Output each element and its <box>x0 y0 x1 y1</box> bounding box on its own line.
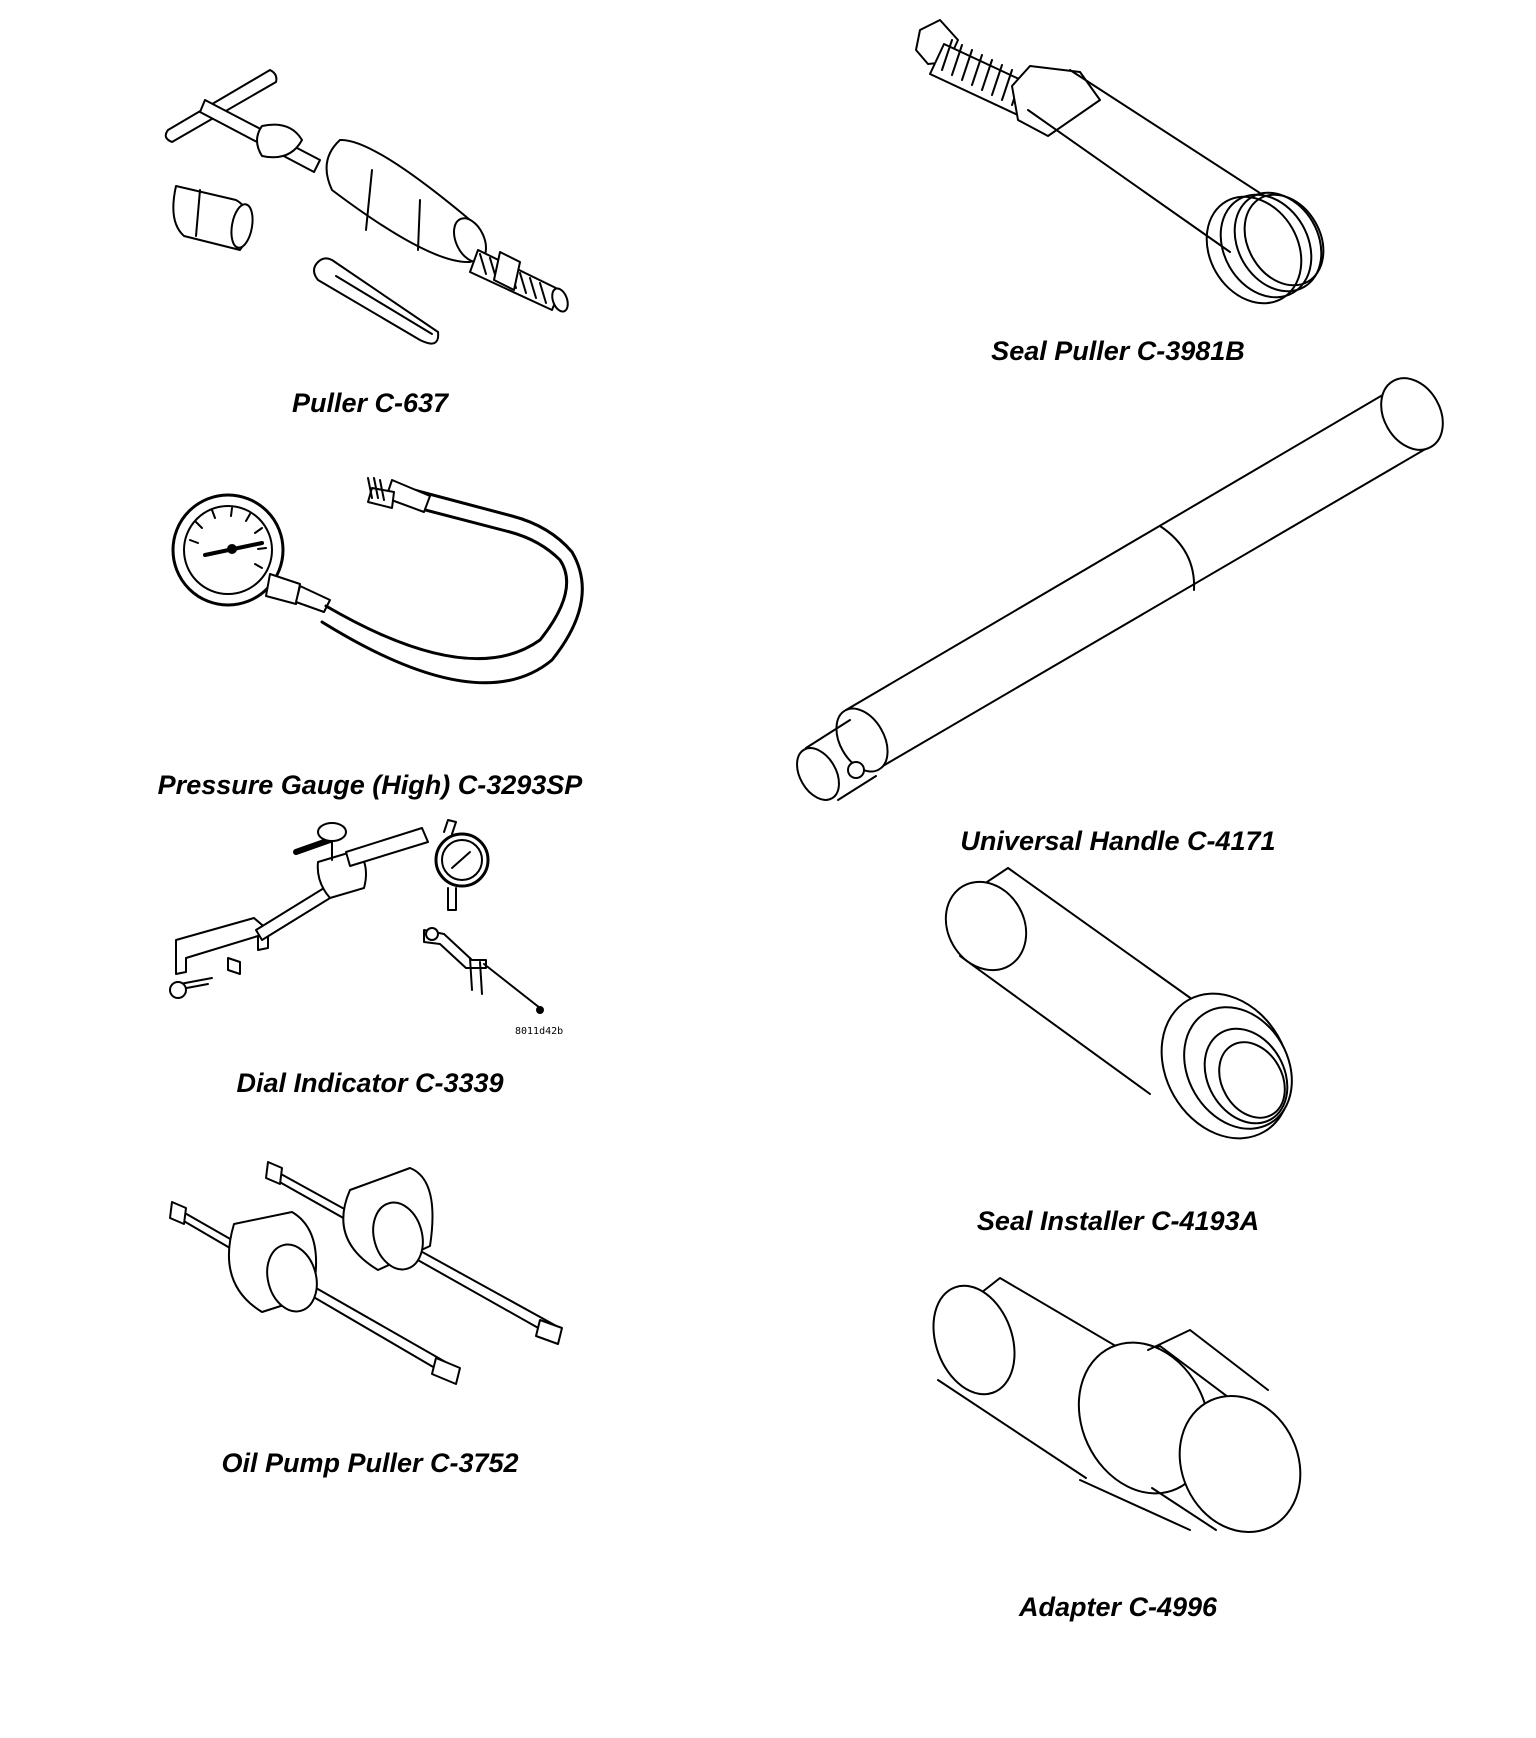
caption-puller: Puller C-637 <box>291 388 449 418</box>
seal-puller-icon <box>916 20 1339 320</box>
oil-pump-puller-icon <box>170 1162 562 1384</box>
caption-universal-handle: Universal Handle C-4171 <box>960 826 1276 856</box>
caption-seal-puller: Seal Puller C-3981B <box>991 336 1245 366</box>
caption-seal-installer: Seal Installer C-4193A <box>976 1206 1260 1236</box>
dial-indicator-icon <box>170 820 543 1013</box>
caption-pressure-gauge: Pressure Gauge (High) C-3293SP <box>157 770 583 800</box>
seal-installer-icon <box>930 867 1316 1162</box>
universal-handle-icon <box>788 367 1455 807</box>
puller-icon <box>166 70 571 344</box>
caption-adapter: Adapter C-4996 <box>1018 1592 1218 1622</box>
figure-code: 8011d42b <box>515 1026 564 1037</box>
caption-dial-indicator: Dial Indicator C-3339 <box>236 1068 504 1098</box>
pressure-gauge-icon <box>173 478 582 683</box>
caption-oil-pump-puller: Oil Pump Puller C-3752 <box>221 1448 519 1478</box>
adapter-icon <box>919 1274 1322 1552</box>
